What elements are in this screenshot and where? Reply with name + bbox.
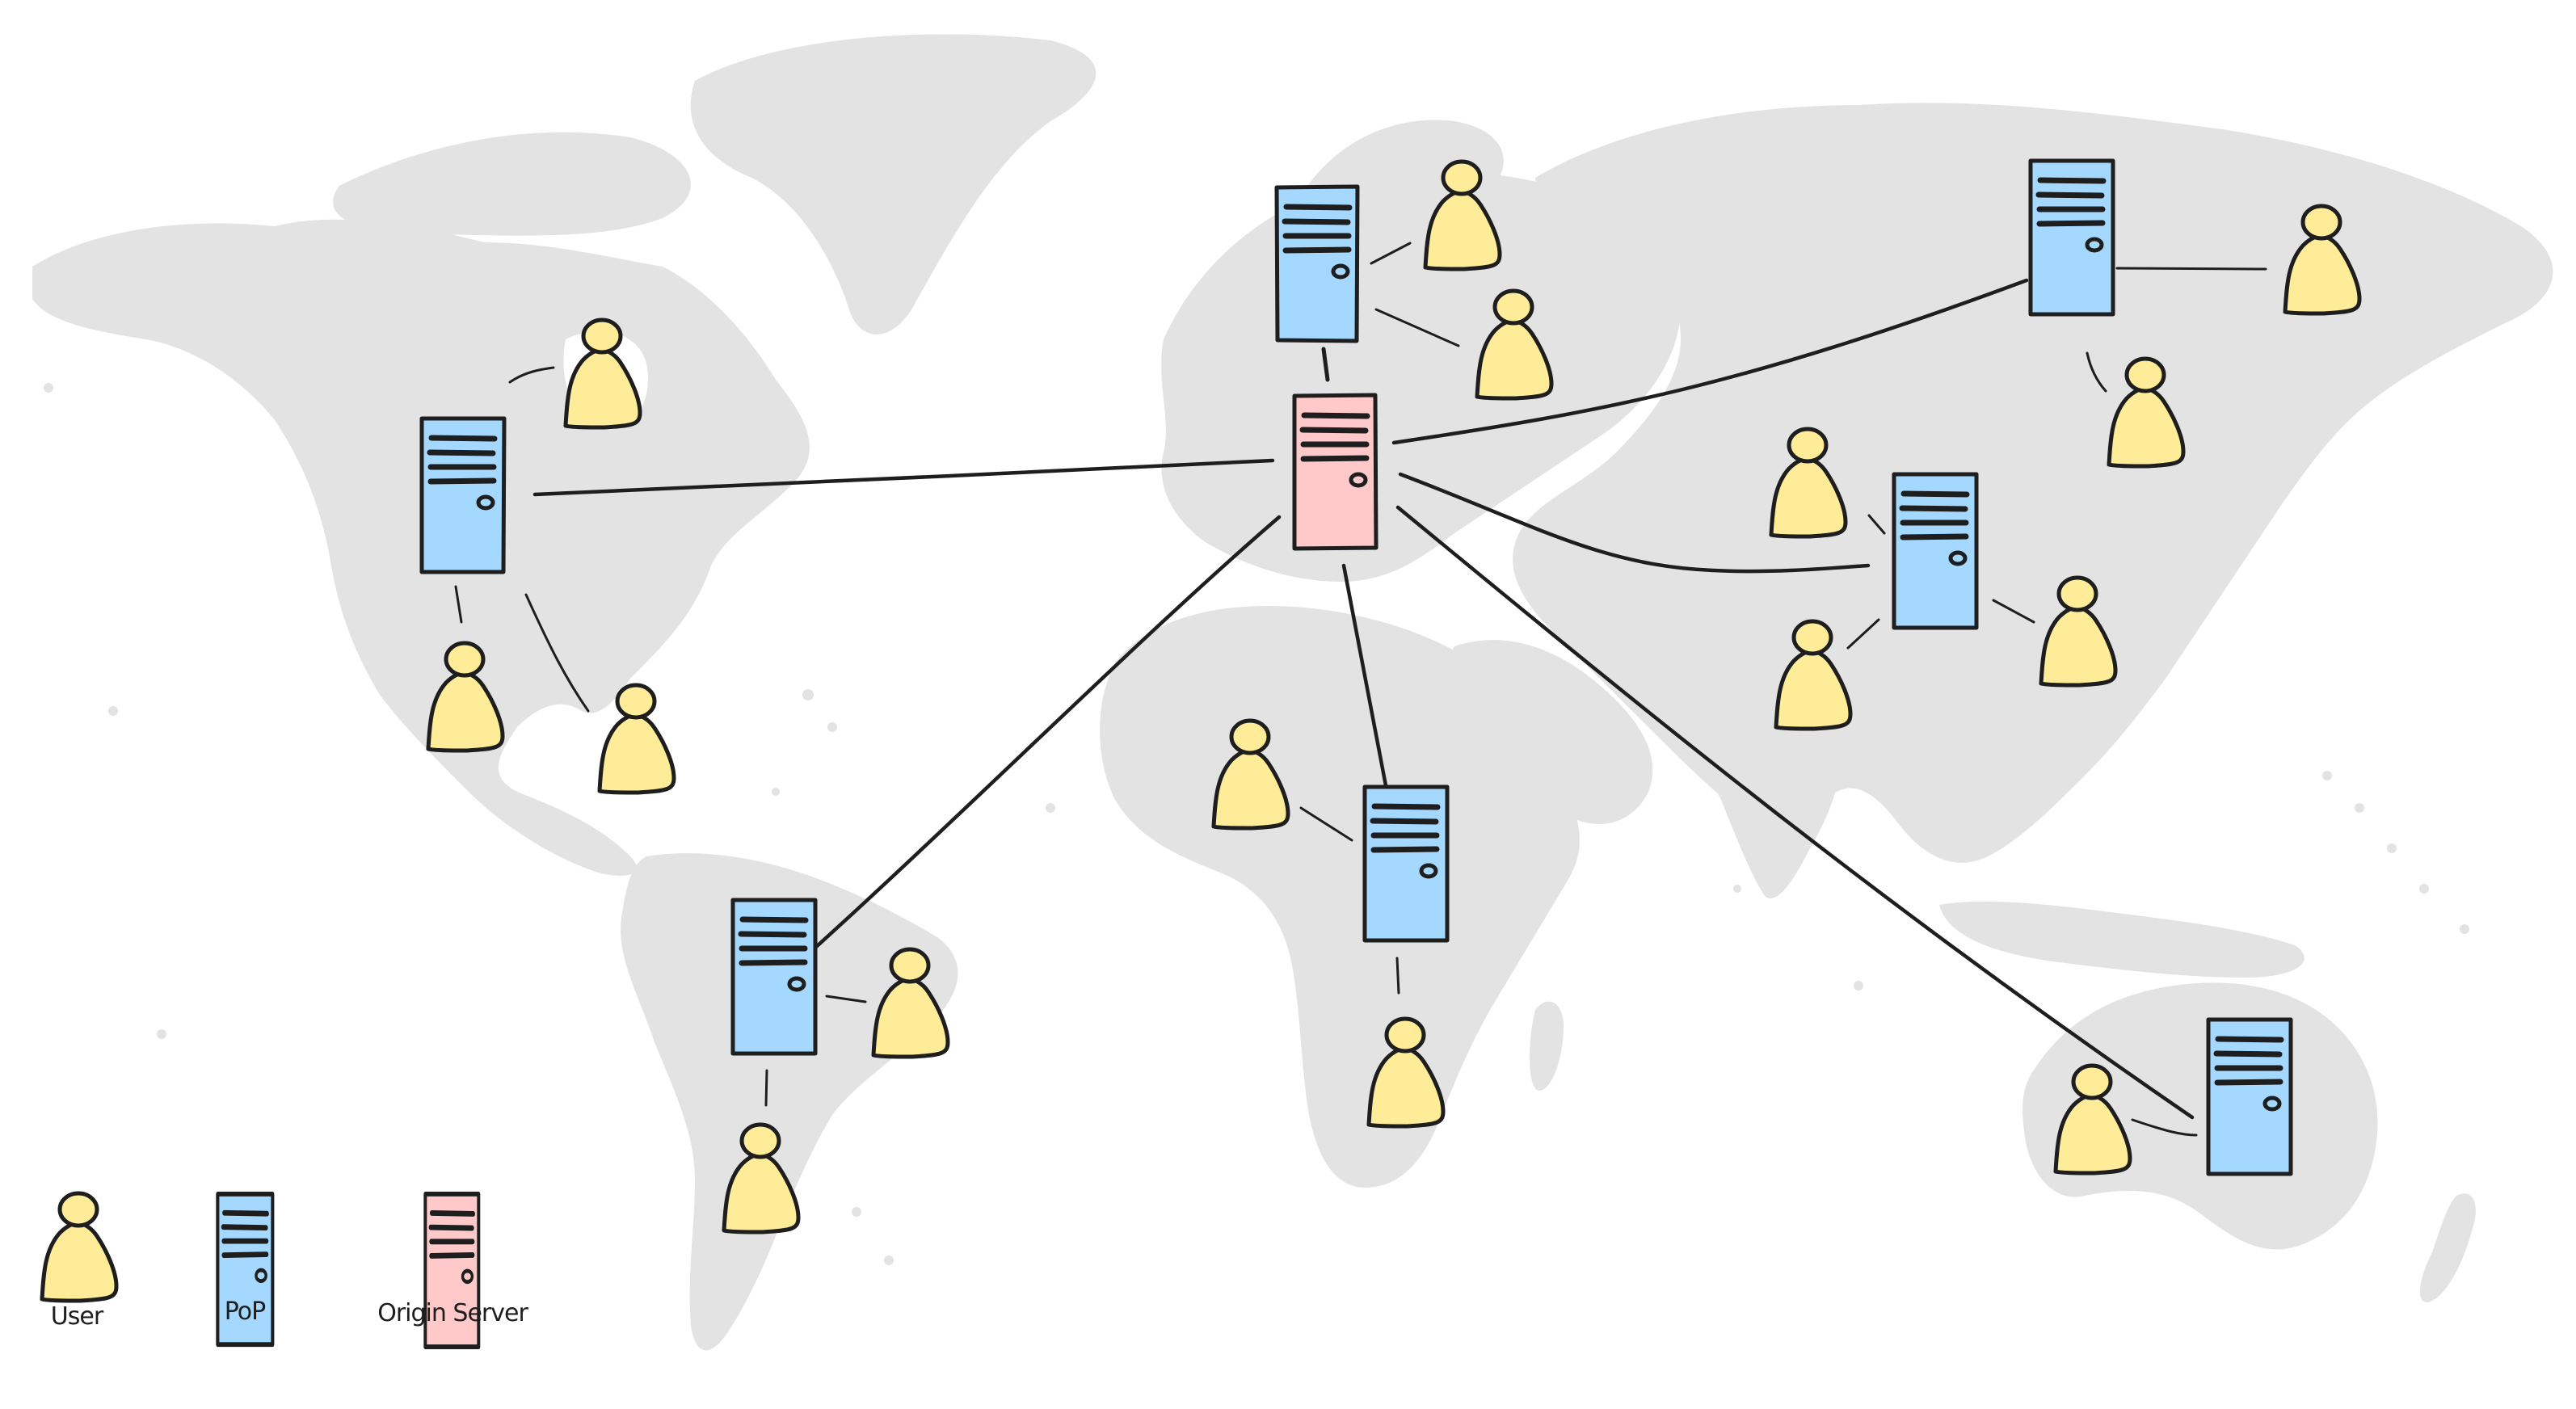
land-new-zealand bbox=[2420, 1193, 2476, 1302]
link-pop-europe-to-user-eu-2 bbox=[1374, 308, 1460, 347]
legend-pop-icon bbox=[216, 1192, 275, 1348]
link-origin-to-pop-asia bbox=[1398, 472, 1871, 574]
link-pop-asia-to-user-as-3 bbox=[1992, 599, 2035, 624]
origin-server[interactable] bbox=[1292, 393, 1378, 551]
land-indonesia bbox=[1939, 901, 2305, 978]
legend-origin-icon bbox=[423, 1192, 481, 1350]
legend-user-icon bbox=[42, 1193, 116, 1301]
legend-label-pop: PoP bbox=[224, 1298, 266, 1326]
land-uk bbox=[1185, 329, 1239, 422]
land-arctic-islands bbox=[333, 132, 691, 236]
legend-label-origin-server: Origin Server bbox=[377, 1299, 528, 1327]
land-india bbox=[1704, 702, 1842, 898]
pop-server-africa[interactable] bbox=[1362, 784, 1450, 943]
link-pop-na-to-user-na-1 bbox=[508, 366, 555, 384]
pop-server-europe[interactable] bbox=[1274, 184, 1360, 343]
land-japan bbox=[2158, 414, 2247, 624]
link-pop-europe-to-user-eu-1 bbox=[1370, 242, 1412, 265]
link-origin-to-pop-south-america bbox=[814, 515, 1282, 949]
link-pop-sa-to-user-sa-1 bbox=[825, 995, 867, 1003]
link-pop-au-to-user-au-1 bbox=[2131, 1118, 2198, 1137]
link-pop-nea-to-user-nea-1 bbox=[2115, 267, 2267, 271]
land-africa bbox=[1100, 606, 1580, 1188]
link-pop-africa-to-user-af-1 bbox=[1299, 806, 1353, 842]
link-origin-to-pop-north-america bbox=[532, 458, 1275, 497]
legend-label-user: User bbox=[50, 1302, 103, 1331]
pop-server-asia[interactable] bbox=[1892, 472, 1979, 630]
pop-server-south-america[interactable] bbox=[730, 898, 818, 1056]
legend bbox=[42, 1192, 481, 1350]
link-origin-to-pop-australia bbox=[1395, 505, 2195, 1120]
link-origin-to-pop-northeast-asia bbox=[1391, 278, 2029, 445]
land-madagascar bbox=[1530, 1001, 1564, 1091]
link-pop-nea-to-user-nea-2 bbox=[2086, 351, 2107, 393]
link-pop-asia-to-user-as-1 bbox=[1867, 514, 1886, 535]
pop-server-northeast-asia[interactable] bbox=[2028, 158, 2115, 317]
link-pop-sa-to-user-sa-2 bbox=[764, 1069, 768, 1107]
link-origin-to-pop-africa bbox=[1341, 563, 1391, 801]
pop-server-north-america[interactable] bbox=[419, 416, 507, 574]
land-greenland bbox=[690, 34, 1096, 334]
pop-server-australia[interactable] bbox=[2206, 1017, 2293, 1176]
link-pop-africa-to-user-af-2 bbox=[1395, 957, 1400, 995]
link-pop-na-to-user-na-3 bbox=[524, 593, 590, 713]
link-pop-na-to-user-na-2 bbox=[454, 585, 463, 624]
land-south-america bbox=[621, 853, 958, 1351]
link-origin-to-pop-europe bbox=[1321, 347, 1330, 382]
link-pop-asia-to-user-as-2 bbox=[1846, 618, 1880, 650]
land-islands bbox=[44, 238, 2550, 1265]
